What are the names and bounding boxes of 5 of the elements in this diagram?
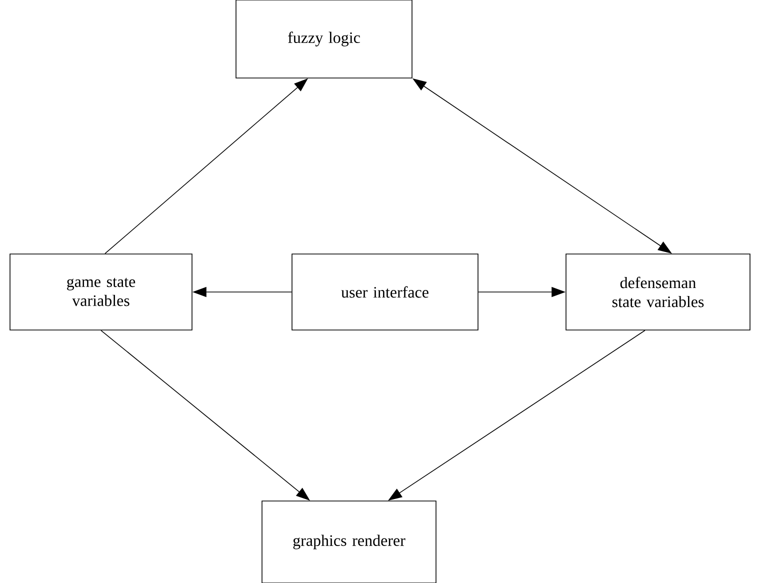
process-box: user interface xyxy=(292,254,478,330)
process-box: game state variables xyxy=(10,254,192,330)
process-box: graphics renderer xyxy=(262,500,436,583)
process-box: fuzzy logic xyxy=(236,0,412,78)
process-box: defenseman state variables xyxy=(566,254,750,330)
